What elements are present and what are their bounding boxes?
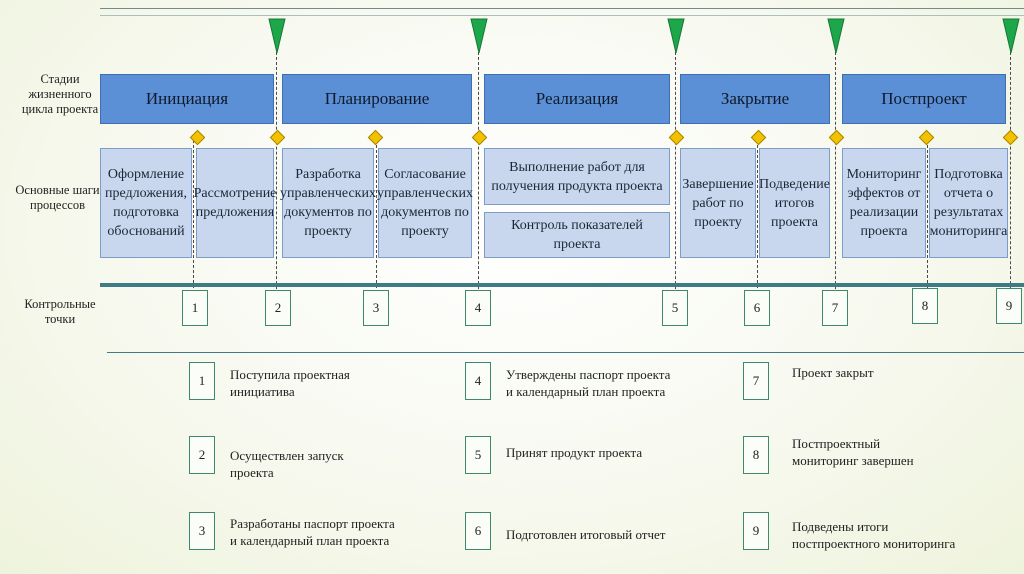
milestone-flag-icon: [667, 18, 685, 54]
stage-implementation: Реализация: [484, 74, 670, 124]
checkpoint-diamond-icon: [668, 129, 685, 146]
boundary-line-4: [835, 52, 836, 314]
legend-number-1: 1: [189, 362, 215, 400]
checkpoint-8: 8: [912, 288, 938, 324]
row-label-stages: Стадии жизненного цикла проекта: [21, 72, 99, 116]
row-label-steps: Основные шаги процессов: [15, 183, 100, 212]
boundary-line-5: [1010, 52, 1011, 314]
stage-postproject: Постпроект: [842, 74, 1006, 124]
legend-number-8: 8: [743, 436, 769, 474]
checkpoint-diamond-icon: [828, 129, 845, 146]
step-box-1: Оформление предложения, подготовка обосн…: [100, 148, 192, 258]
legend-text-5: Принят продукт проекта: [506, 445, 643, 460]
timeline-bar: [100, 283, 1024, 287]
legend-text-4: Утверждены паспорт проекта и календарный…: [506, 367, 671, 399]
milestone-flag-icon: [470, 18, 488, 54]
legend-number-9: 9: [743, 512, 769, 550]
step-box-2: Рассмотрение предложения: [194, 148, 276, 258]
legend-text-2: Осуществлен запуск проекта: [230, 448, 344, 480]
legend-number-3: 3: [189, 512, 215, 550]
top-frame-line: [100, 8, 1024, 9]
legend-number-4: 4: [465, 362, 491, 400]
boundary-line-2: [478, 52, 479, 314]
milestone-flag-icon: [1002, 18, 1020, 54]
top-frame-line-2: [100, 15, 1024, 16]
row-label-checkpoints: Контрольные точки: [24, 297, 96, 326]
stage-closing: Закрытие: [680, 74, 830, 124]
stage-planning: Планирование: [282, 74, 472, 124]
checkpoint-diamond-icon: [750, 129, 767, 146]
legend-text-9: Подведены итоги постпроектного мониторин…: [792, 519, 956, 551]
checkpoint-6: 6: [744, 290, 770, 326]
step-box-9: Мониторинг эффектов от реализации проект…: [842, 148, 926, 258]
step-box-3: Разработка управленческих документов по …: [280, 148, 376, 258]
boundary-line-3: [675, 52, 676, 314]
legend-separator: [107, 352, 1024, 353]
step-box-8: Подведение итогов проекта: [759, 148, 830, 258]
checkpoint-7: 7: [822, 290, 848, 326]
checkpoint-1: 1: [182, 290, 208, 326]
step-box-4: Согласование управленческих документов п…: [377, 148, 473, 258]
step-divider-line-2: [376, 140, 377, 308]
checkpoint-4: 4: [465, 290, 491, 326]
checkpoint-9: 9: [996, 288, 1022, 324]
legend-number-2: 2: [189, 436, 215, 474]
step-box-10: Подготовка отчета о результатах монитори…: [929, 148, 1008, 258]
checkpoint-diamond-icon: [269, 129, 286, 146]
legend-text-7: Проект закрыт: [792, 365, 874, 380]
stage-initiation: Инициация: [100, 74, 274, 124]
legend-number-7: 7: [743, 362, 769, 400]
step-box-5: Выполнение работ для получения продукта …: [484, 148, 670, 205]
step-box-7: Завершение работ по проекту: [680, 148, 756, 258]
legend-number-6: 6: [465, 512, 491, 550]
step-divider-line-4: [927, 140, 928, 308]
checkpoint-diamond-icon: [367, 129, 384, 146]
checkpoint-2: 2: [265, 290, 291, 326]
milestone-flag-icon: [827, 18, 845, 54]
step-box-6: Контроль показателей проекта: [484, 212, 670, 258]
checkpoint-diamond-icon: [1002, 129, 1019, 146]
legend-number-5: 5: [465, 436, 491, 474]
boundary-line-1: [276, 52, 277, 314]
legend-text-6: Подготовлен итоговый отчет: [506, 527, 666, 542]
checkpoint-5: 5: [662, 290, 688, 326]
step-divider-line-3: [757, 140, 758, 308]
legend-text-3: Разработаны паспорт проекта и календарны…: [230, 516, 395, 548]
legend-text-1: Поступила проектная инициатива: [230, 367, 350, 399]
checkpoint-3: 3: [363, 290, 389, 326]
milestone-flag-icon: [268, 18, 286, 54]
checkpoint-diamond-icon: [918, 129, 935, 146]
step-divider-line-1: [193, 140, 194, 308]
checkpoint-diamond-icon: [471, 129, 488, 146]
legend-text-8: Постпроектный мониторинг завершен: [792, 436, 914, 468]
